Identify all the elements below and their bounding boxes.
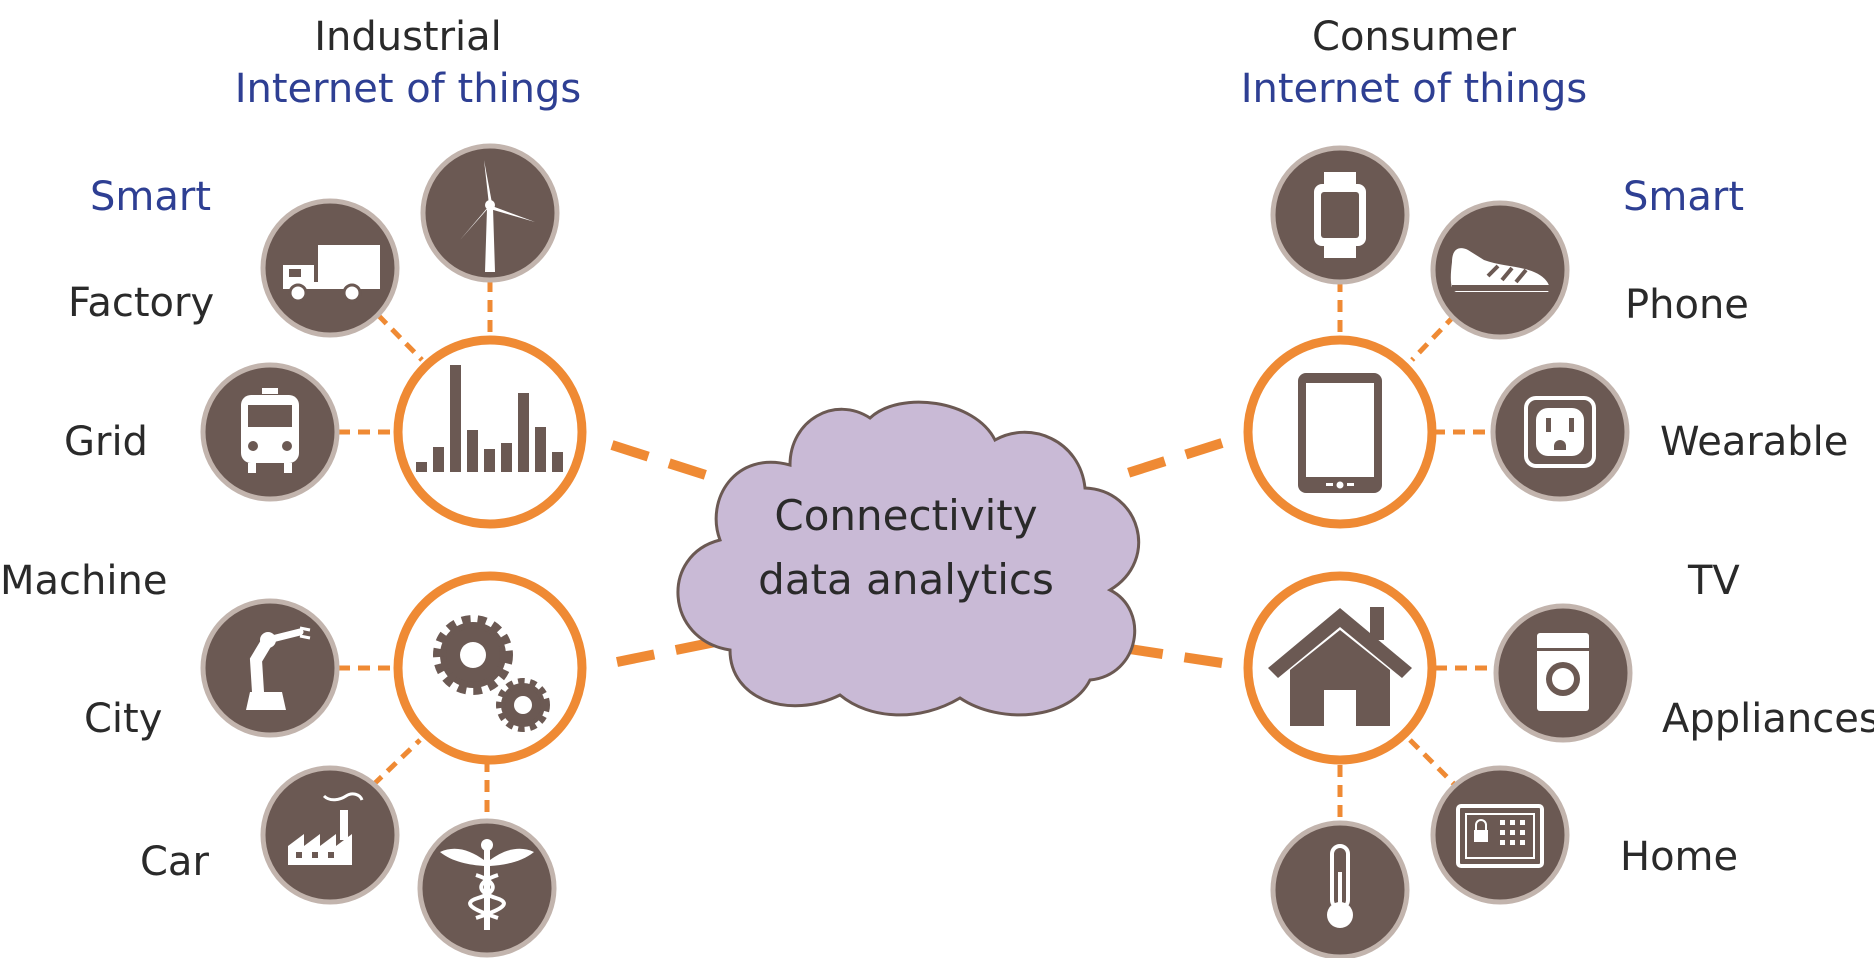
smartwatch-icon (1314, 172, 1366, 258)
consumer-label-appliances: Appliances (1662, 696, 1874, 742)
consumer-labels: Smart Phone Wearable TV Appliances Home (1620, 174, 1874, 880)
wind-turbine-icon (460, 160, 535, 272)
consumer-title-line1: Consumer (1312, 14, 1517, 60)
node-washing-machine (1493, 603, 1633, 743)
safe-icon (1456, 804, 1544, 868)
cloud-text-line1: Connectivity (774, 491, 1037, 540)
hub-gears (393, 571, 587, 765)
connector-chart-cloud (610, 440, 717, 483)
industrial-title-line1: Industrial (314, 14, 502, 60)
connector-sneaker (1410, 313, 1457, 362)
factory-icon (288, 792, 364, 865)
sneaker-icon (1450, 248, 1550, 292)
industrial-title: Industrial Internet of things (235, 14, 582, 112)
tablet-icon (1298, 373, 1382, 493)
industrial-label-machine: Machine (0, 558, 167, 604)
connector-safe (1408, 738, 1460, 790)
hub-tablet (1243, 335, 1437, 529)
connector-tablet-cloud (1110, 438, 1224, 483)
node-safe (1430, 765, 1570, 905)
node-power-outlet (1490, 362, 1630, 502)
consumer-label-wearable: Wearable (1660, 419, 1848, 465)
industrial-label-car: Car (140, 839, 209, 885)
node-caduceus (417, 818, 557, 958)
node-robot-arm (200, 598, 340, 738)
cloud: Connectivity data analytics (676, 400, 1140, 717)
consumer-label-smart: Smart (1623, 174, 1744, 220)
hub-bar-chart (393, 335, 587, 529)
power-outlet-icon (1524, 396, 1596, 468)
node-factory (260, 765, 400, 905)
hub-house (1243, 571, 1437, 765)
industrial-label-city: City (84, 696, 162, 742)
robot-arm-icon (246, 626, 311, 710)
house-icon (1268, 607, 1412, 726)
industrial-label-smart: Smart (90, 174, 211, 220)
consumer-label-phone: Phone (1625, 282, 1749, 328)
consumer-label-tv: TV (1687, 558, 1740, 604)
train-icon (241, 388, 299, 473)
cloud-shape (676, 400, 1140, 717)
node-thermometer (1270, 820, 1410, 958)
industrial-label-grid: Grid (64, 419, 148, 465)
washing-machine-icon (1537, 633, 1589, 711)
industrial-label-factory: Factory (68, 280, 214, 326)
bar-chart-icon (416, 365, 563, 472)
node-connectors (338, 280, 1497, 825)
node-smartwatch (1270, 145, 1410, 285)
consumer-title: Consumer Internet of things (1241, 14, 1588, 112)
node-train (200, 362, 340, 502)
node-wind-turbine (420, 143, 560, 283)
connector-truck (376, 313, 424, 362)
consumer-title-line2: Internet of things (1241, 66, 1588, 112)
industrial-title-line2: Internet of things (235, 66, 582, 112)
node-sneaker (1430, 200, 1570, 340)
gears-icon (433, 615, 550, 732)
caduceus-icon (440, 839, 534, 930)
connector-factory (371, 738, 422, 787)
thermometer-icon (1327, 844, 1353, 928)
industrial-labels: Smart Factory Grid Machine City Car (0, 174, 214, 885)
node-truck (260, 198, 400, 338)
consumer-label-home: Home (1620, 834, 1738, 880)
connector-house-cloud (1089, 638, 1223, 668)
truck-icon (283, 245, 380, 303)
cloud-text-line2: data analytics (758, 555, 1054, 604)
